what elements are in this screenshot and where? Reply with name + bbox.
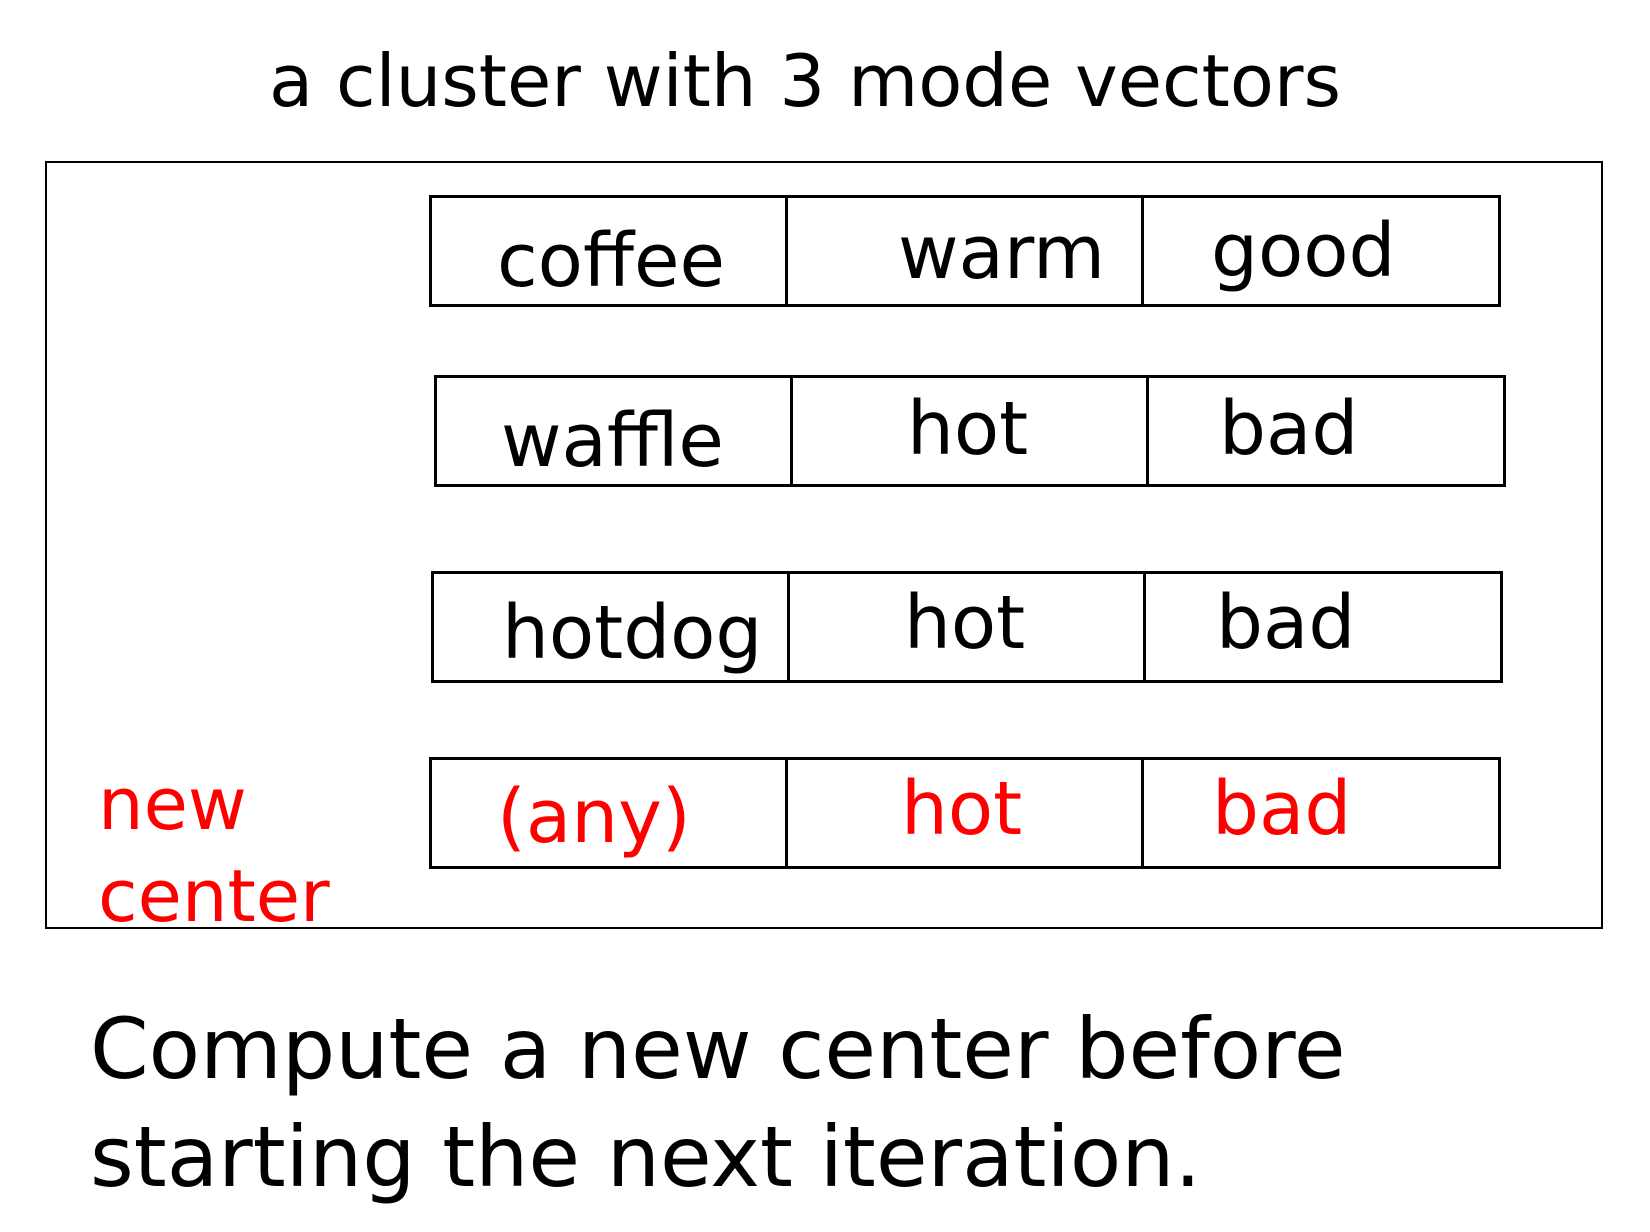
new-center-value: hot [901,766,1023,852]
vector-cell-quality: bad [1149,378,1503,484]
vector-value: good [1211,208,1396,294]
vector-cell-temperature: warm [788,198,1144,304]
vector-cell-temperature: hot [793,378,1149,484]
mode-vector-3: hotdog hot bad [431,571,1503,683]
new-center-value: bad [1212,766,1352,852]
vector-value: bad [1216,580,1356,666]
caption: Compute a new center before starting the… [90,995,1570,1211]
vector-value: hot [907,386,1029,472]
vector-cell-quality: good [1144,198,1498,304]
new-center-vector: (any) hot bad [429,757,1501,869]
vector-cell-item: hotdog [434,574,790,680]
vector-cell-item: coffee [432,198,788,304]
vector-cell-quality: bad [1146,574,1500,680]
vector-cell-quality: bad [1144,760,1498,866]
cluster-frame [45,161,1603,929]
new-center-label: new center [98,762,330,938]
mode-vector-2: waffle hot bad [434,375,1506,487]
mode-vector-1: coffee warm good [429,195,1501,307]
vector-cell-item: waffle [437,378,793,484]
vector-value: bad [1219,386,1359,472]
vector-value: hotdog [502,590,763,676]
caption-line-1: Compute a new center before [90,1000,1346,1098]
caption-line-2: starting the next iteration. [90,1108,1202,1206]
vector-value: coffee [497,218,725,304]
vector-value: hot [904,580,1026,666]
vector-cell-item: (any) [432,760,788,866]
new-center-value: (any) [497,774,691,860]
vector-value: waffle [501,398,724,484]
vector-cell-temperature: hot [790,574,1146,680]
vector-value: warm [898,210,1106,296]
vector-cell-temperature: hot [788,760,1144,866]
diagram-title: a cluster with 3 mode vectors [268,39,1342,123]
